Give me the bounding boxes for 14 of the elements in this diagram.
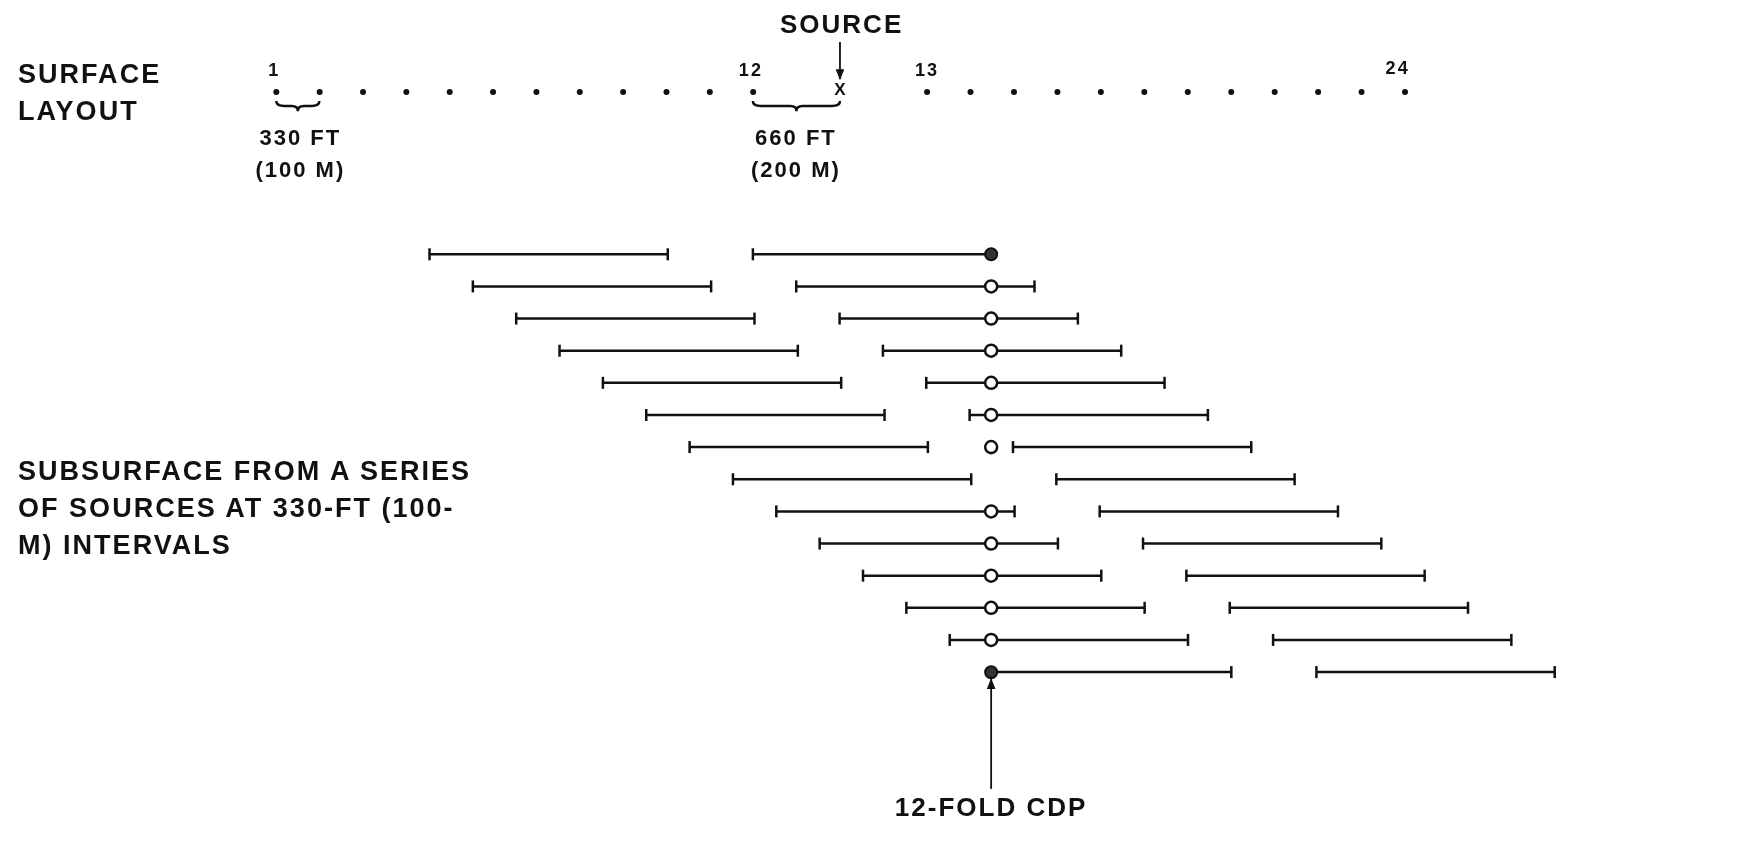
arrow: [986, 678, 996, 790]
geophone-number: 1: [268, 60, 281, 82]
dimension-label: 660 FT (200 M): [749, 124, 842, 185]
cdp-point: [984, 665, 999, 680]
geophone-number: 12: [738, 60, 763, 82]
dimension-label: 330 FT (100 M): [254, 124, 347, 185]
geophone-number: 24: [1385, 58, 1410, 80]
arrow: [835, 41, 845, 81]
section-heading: SURFACE LAYOUT: [18, 58, 163, 129]
geophone-number: 13: [915, 60, 940, 82]
cdp-label: 12-FOLD CDP: [871, 790, 1112, 823]
source-label: SOURCE: [779, 8, 901, 41]
section-heading: SUBSURFACE FROM A SERIES OF SOURCES AT 330-FT (100-M) INTERVALS: [18, 454, 473, 562]
source-mark: X: [831, 80, 848, 101]
